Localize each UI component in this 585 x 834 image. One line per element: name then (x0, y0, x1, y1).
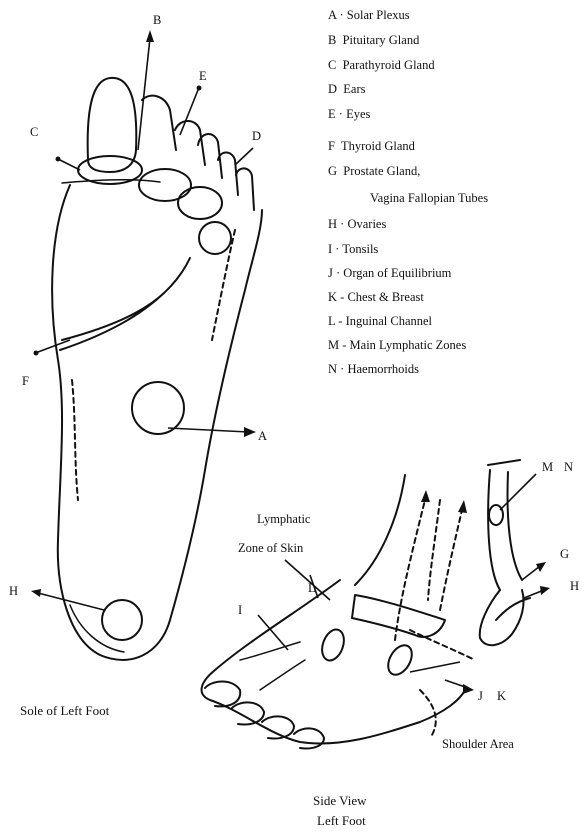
label-lymphatic-zone-line1: Lymphatic (257, 512, 311, 526)
legend-text: Haemorrhoids (347, 362, 419, 376)
legend-item: A · Solar Plexus (328, 8, 410, 22)
label-B: B (153, 13, 161, 27)
legend-text: Tonsils (342, 242, 378, 256)
legend-item: C Parathyroid Gland (328, 58, 435, 72)
legend-letter: D (328, 82, 337, 96)
legend-text: Thyroid Gland (341, 139, 415, 153)
legend-separator: · (333, 266, 343, 280)
legend-item: L - Inguinal Channel (328, 314, 432, 328)
legend-letter: N (328, 362, 337, 376)
legend-separator: · (336, 107, 346, 121)
legend-letter: G (328, 164, 337, 178)
legend-text: Solar Plexus (347, 8, 410, 22)
label-lymphatic-zone-line2: Zone of Skin (238, 541, 304, 555)
legend-separator: - (339, 338, 349, 352)
label-J: J (478, 689, 483, 703)
label-N: N (564, 460, 573, 474)
legend-item-continuation: Vagina Fallopian Tubes (370, 191, 488, 206)
caption-sole-of-left-foot: Sole of Left Foot (20, 703, 109, 719)
legend-letter: K (328, 290, 337, 304)
legend-text: Organ of Equilibrium (343, 266, 451, 280)
label-L: L (308, 581, 316, 595)
legend-letter: M (328, 338, 339, 352)
legend-letter: F (328, 139, 335, 153)
legend-item: K - Chest & Breast (328, 290, 424, 304)
legend-separator: · (337, 217, 347, 231)
legend-separator: · (332, 242, 342, 256)
legend-item: G Prostate Gland, (328, 164, 420, 178)
legend-text: Inguinal Channel (346, 314, 432, 328)
legend-text: Ears (343, 82, 365, 96)
legend-item: N · Haemorrhoids (328, 362, 419, 376)
label-H-sole: H (9, 584, 18, 598)
label-F: F (22, 374, 29, 388)
legend-separator: · (337, 362, 347, 376)
legend-text: Prostate Gland, (343, 164, 420, 178)
label-D: D (252, 129, 261, 143)
legend-text: Parathyroid Gland (343, 58, 435, 72)
legend-text: Pituitary Gland (343, 33, 420, 47)
legend-text: Chest & Breast (347, 290, 423, 304)
caption-left-foot: Left Foot (317, 813, 366, 829)
sole-of-left-foot-drawing (31, 30, 262, 660)
side-view-left-foot-drawing (202, 460, 550, 749)
label-H-side: H (570, 579, 579, 593)
legend-item: H · Ovaries (328, 217, 386, 231)
legend-item: J · Organ of Equilibrium (328, 266, 451, 280)
legend-separator: - (337, 290, 347, 304)
caption-side-view: Side View (313, 793, 367, 809)
label-C: C (30, 125, 38, 139)
legend-item: I · Tonsils (328, 242, 378, 256)
legend-text: Eyes (346, 107, 370, 121)
legend-letter: E (328, 107, 336, 121)
legend-item: M - Main Lymphatic Zones (328, 338, 466, 352)
legend-item: E · Eyes (328, 107, 370, 121)
label-A: A (258, 429, 267, 443)
label-E: E (199, 69, 207, 83)
label-K: K (497, 689, 506, 703)
label-M: M (542, 460, 553, 474)
legend-item: B Pituitary Gland (328, 33, 419, 47)
legend-separator: · (336, 8, 346, 22)
legend-separator: - (335, 314, 345, 328)
label-G: G (560, 547, 569, 561)
legend-item: F Thyroid Gland (328, 139, 415, 153)
legend-letter: H (328, 217, 337, 231)
label-I: I (238, 603, 242, 617)
legend-item: D Ears (328, 82, 366, 96)
legend-text: Ovaries (347, 217, 386, 231)
legend-text: Main Lymphatic Zones (350, 338, 467, 352)
label-shoulder-area: Shoulder Area (442, 737, 514, 751)
